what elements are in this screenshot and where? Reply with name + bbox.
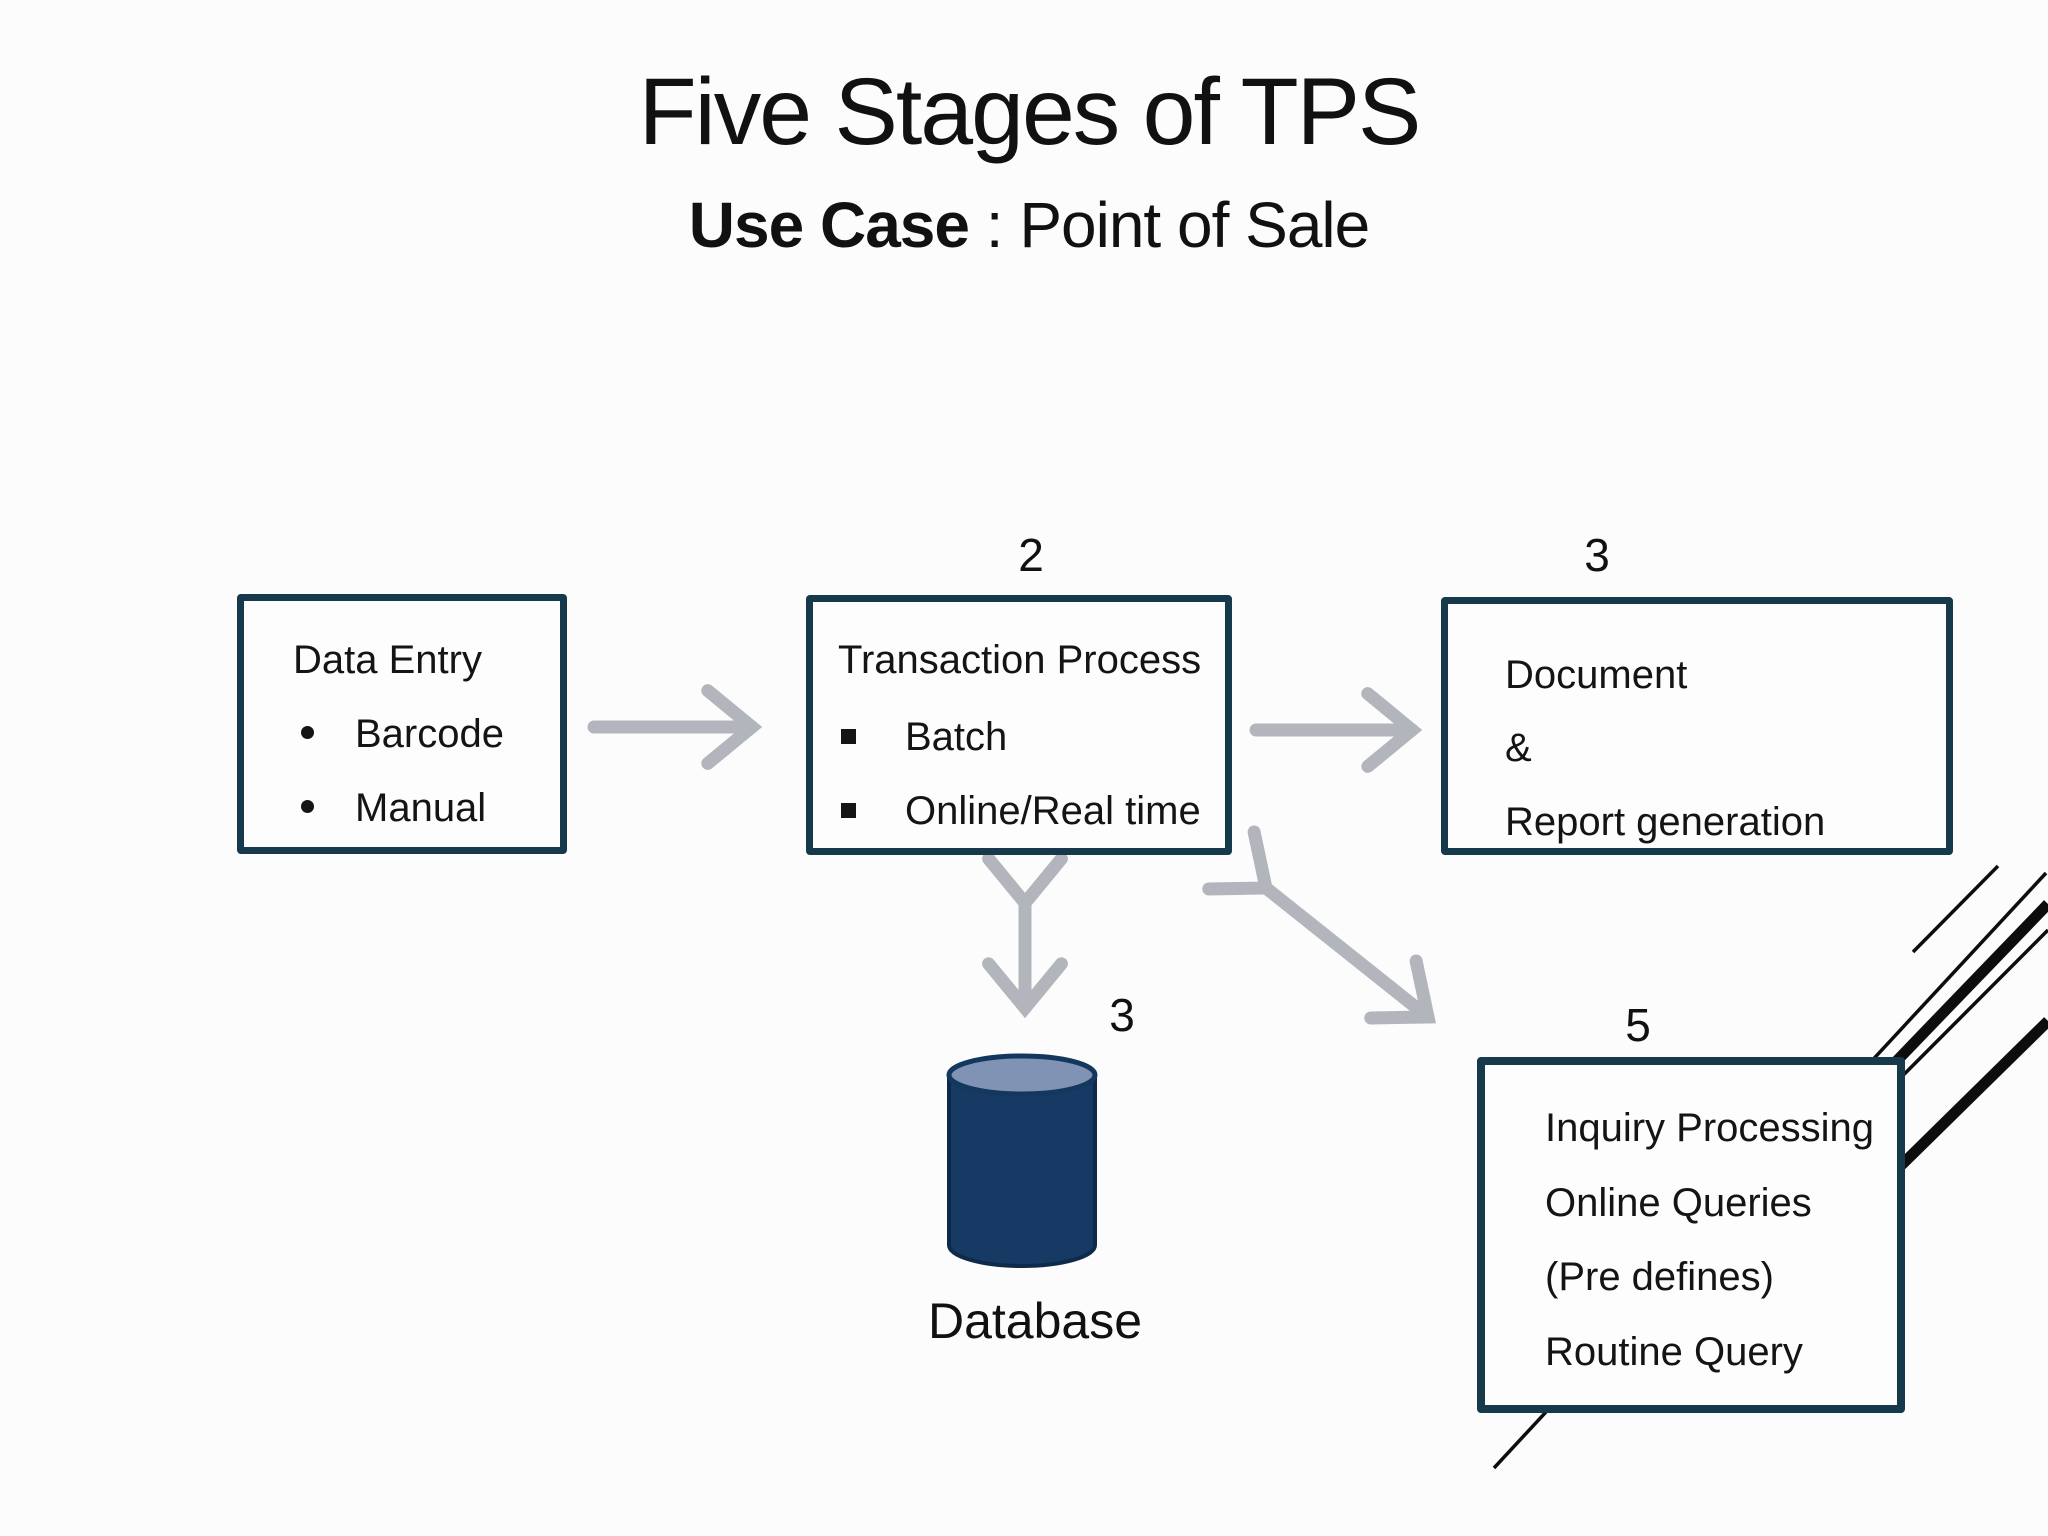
box-transaction-process: Transaction Process Batch Online/Real ti… [806,595,1232,855]
stage-number-transaction: 2 [1018,529,1044,581]
box-data-entry-bullet-1: Barcode [355,712,504,756]
box-transaction-bullet-2: Online/Real time [905,789,1201,833]
page-subtitle: Use Case : Point of Sale [0,188,2048,262]
bullet-icon [301,800,314,813]
box-document-line-2: & [1505,726,1532,770]
bullet-icon [301,726,314,739]
box-transaction-bullet-1: Batch [905,715,1008,759]
square-bullet-icon [841,729,856,744]
box-inquiry-line-2: Online Queries [1545,1181,1812,1225]
subtitle-rest-part: : Point of Sale [968,189,1370,261]
subtitle-bold-part: Use Case [688,189,970,261]
database-label: Database [928,1293,1143,1349]
box-inquiry-line-4: Routine Query [1545,1330,1803,1374]
page-title: Five Stages of TPS [638,59,1422,165]
box-inquiry-line-1: Inquiry Processing [1545,1106,1875,1150]
database-cylinder-icon [946,1053,1098,1268]
box-document-report: Document & Report generation [1441,597,1953,855]
box-document-line-3: Report generation [1505,800,1826,844]
box-data-entry-title: Data Entry [293,638,482,682]
arrow-diagonal-double-icon [1202,825,1436,1025]
box-data-entry-bullet-2: Manual [355,786,487,830]
box-document-line-1: Document [1505,653,1688,697]
stage-number-document: 3 [1584,529,1610,581]
square-bullet-icon [841,803,856,818]
stage-number-inquiry: 5 [1625,999,1651,1051]
box-inquiry-line-3: (Pre defines) [1545,1255,1774,1299]
box-data-entry: Data Entry Barcode Manual [237,594,567,854]
box-inquiry-processing: Inquiry Processing Online Queries (Pre d… [1477,1057,1905,1413]
stage-number-database: 3 [1109,989,1135,1041]
box-transaction-title: Transaction Process [838,638,1202,682]
